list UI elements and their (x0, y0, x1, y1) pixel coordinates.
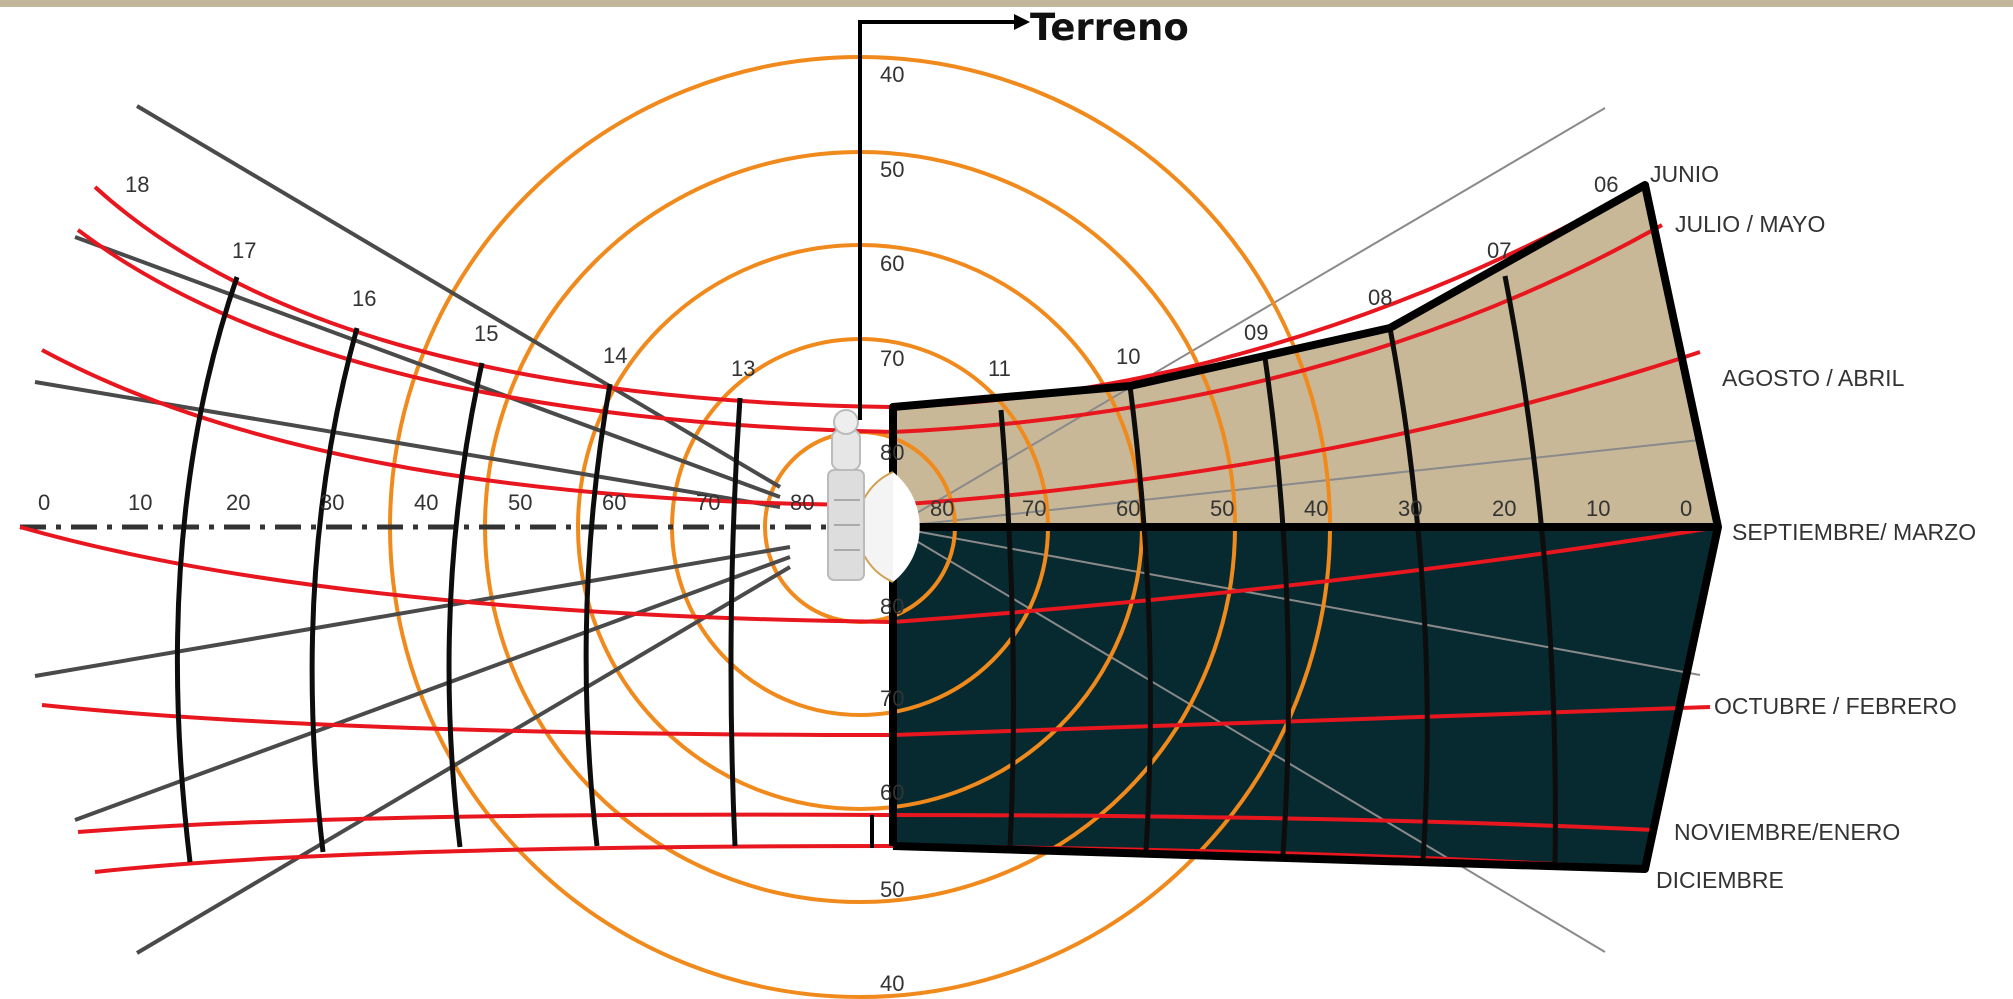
hour-label: 06 (1594, 172, 1618, 197)
lower-fill-region (893, 527, 1718, 869)
altitude-label: 50 (880, 157, 904, 182)
axis-label: 30 (1398, 496, 1422, 521)
axis-label: 60 (1116, 496, 1140, 521)
hour-label: 08 (1368, 285, 1392, 310)
person-figure-icon (827, 409, 865, 581)
hour-label: 14 (603, 343, 627, 368)
altitude-label: 80 (880, 594, 904, 619)
altitude-label: 60 (880, 780, 904, 805)
axis-label: 10 (128, 490, 152, 515)
hour-label: 11 (988, 356, 1011, 381)
axis-label: 20 (1492, 496, 1516, 521)
altitude-label: 70 (880, 686, 904, 711)
hour-label: 07 (1487, 238, 1511, 263)
axis-label: 70 (1022, 496, 1046, 521)
axis-label: 40 (414, 490, 438, 515)
center-disc (893, 472, 920, 582)
month-label-julio-mayo: JULIO / MAYO (1675, 211, 1825, 237)
axis-label: 10 (1586, 496, 1610, 521)
altitude-label: 40 (880, 971, 904, 996)
axis-label: 40 (1304, 496, 1328, 521)
hour-label: 10 (1116, 344, 1140, 369)
altitude-label: 80 (880, 440, 904, 465)
axis-label: 50 (508, 490, 532, 515)
month-label-junio: JUNIO (1650, 161, 1719, 187)
hour-label: 15 (474, 321, 498, 346)
azimuth-lines (34, 104, 792, 955)
hour-labels: 18 17 16 15 14 13 11 10 09 08 07 06 (125, 172, 1618, 381)
month-label-septiembre-marzo: SEPTIEMBRE/ MARZO (1732, 519, 1976, 545)
hour-label: 13 (731, 356, 755, 381)
month-labels: JUNIO JULIO / MAYO AGOSTO / ABRIL SEPTIE… (1650, 161, 1976, 893)
hour-label: 09 (1244, 320, 1268, 345)
altitude-label: 40 (880, 62, 904, 87)
title-terreno: Terreno (1030, 6, 1189, 49)
month-label-agosto-abril: AGOSTO / ABRIL (1722, 365, 1905, 391)
altitude-label: 50 (880, 877, 904, 902)
axis-labels-right: 80 70 60 50 40 30 20 10 0 (930, 496, 1692, 521)
region-outline (889, 181, 1722, 873)
hour-label: 16 (352, 286, 376, 311)
axis-label: 0 (38, 490, 50, 515)
month-label-octubre-febrero: OCTUBRE / FEBRERO (1714, 693, 1957, 719)
hour-label: 18 (125, 172, 149, 197)
hour-lines (174, 275, 1558, 866)
axis-label: 20 (226, 490, 250, 515)
hour-label: 17 (232, 238, 256, 263)
month-label-diciembre: DICIEMBRE (1656, 867, 1784, 893)
axis-label: 0 (1680, 496, 1692, 521)
terreno-marker (858, 20, 1020, 420)
axis-label: 80 (930, 496, 954, 521)
axis-label: 80 (790, 490, 814, 515)
altitude-labels-top: 40 50 60 70 80 (880, 62, 904, 465)
upper-fill-region-top (893, 185, 1718, 527)
altitude-label: 70 (880, 346, 904, 371)
axis-label: 70 (696, 490, 720, 515)
axis-labels-left: 0 10 20 30 40 50 60 70 80 (38, 490, 814, 515)
altitude-label: 60 (880, 251, 904, 276)
top-band (0, 0, 2013, 7)
axis-label: 60 (602, 490, 626, 515)
arrow-right-icon (1014, 14, 1030, 30)
axis-label: 30 (320, 490, 344, 515)
month-label-noviembre-enero: NOVIEMBRE/ENERO (1674, 819, 1900, 845)
axis-label: 50 (1210, 496, 1234, 521)
altitude-labels-bottom: 80 70 60 50 40 (880, 594, 904, 996)
